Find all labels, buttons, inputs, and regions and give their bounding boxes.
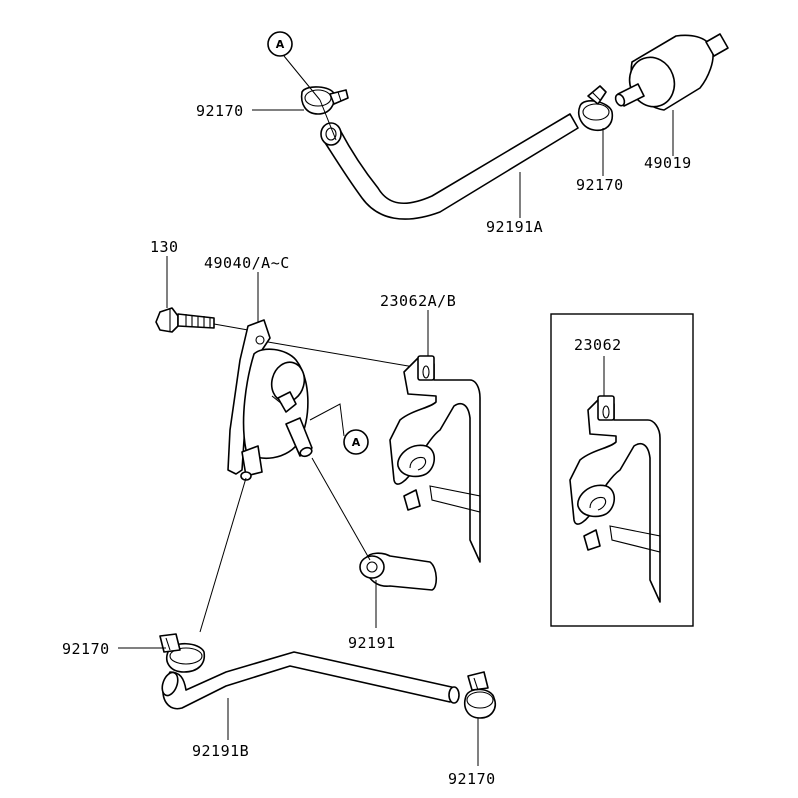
inset-box-23062 [550, 313, 694, 627]
label-hose-top: 92191A [486, 218, 543, 236]
label-clamp-bottom-right: 92170 [448, 770, 496, 788]
label-bolt: 130 [150, 238, 179, 256]
label-clamp-bottom-left: 92170 [62, 640, 110, 658]
label-fuel-filter: 49019 [644, 154, 692, 172]
bracket-23062ab [389, 355, 481, 563]
label-hose-bottom: 92191B [192, 742, 249, 760]
label-hose-short: 92191 [348, 634, 396, 652]
callout-a-pump [309, 403, 369, 455]
callout-a-top [267, 31, 337, 141]
label-bracket-inset: 23062 [574, 336, 622, 354]
label-bracket: 23062A/B [380, 292, 456, 310]
label-clamp-top-left: 92170 [196, 102, 244, 120]
hose-92191b [161, 651, 460, 710]
clamp-bottom-right [464, 671, 496, 719]
hose-92191 [359, 552, 438, 591]
clamp-top-left [300, 86, 349, 115]
fuel-pump [227, 319, 313, 481]
callout-a-pump-text: A [352, 436, 361, 449]
label-fuel-pump: 49040/A~C [204, 254, 290, 272]
hose-92191a [320, 113, 579, 220]
fuel-filter [614, 33, 729, 111]
clamp-top-right [578, 85, 614, 132]
bolt-130 [155, 307, 215, 333]
callout-a-top-text: A [276, 38, 285, 51]
label-clamp-top-right: 92170 [576, 176, 624, 194]
clamp-bottom-left [159, 633, 206, 673]
